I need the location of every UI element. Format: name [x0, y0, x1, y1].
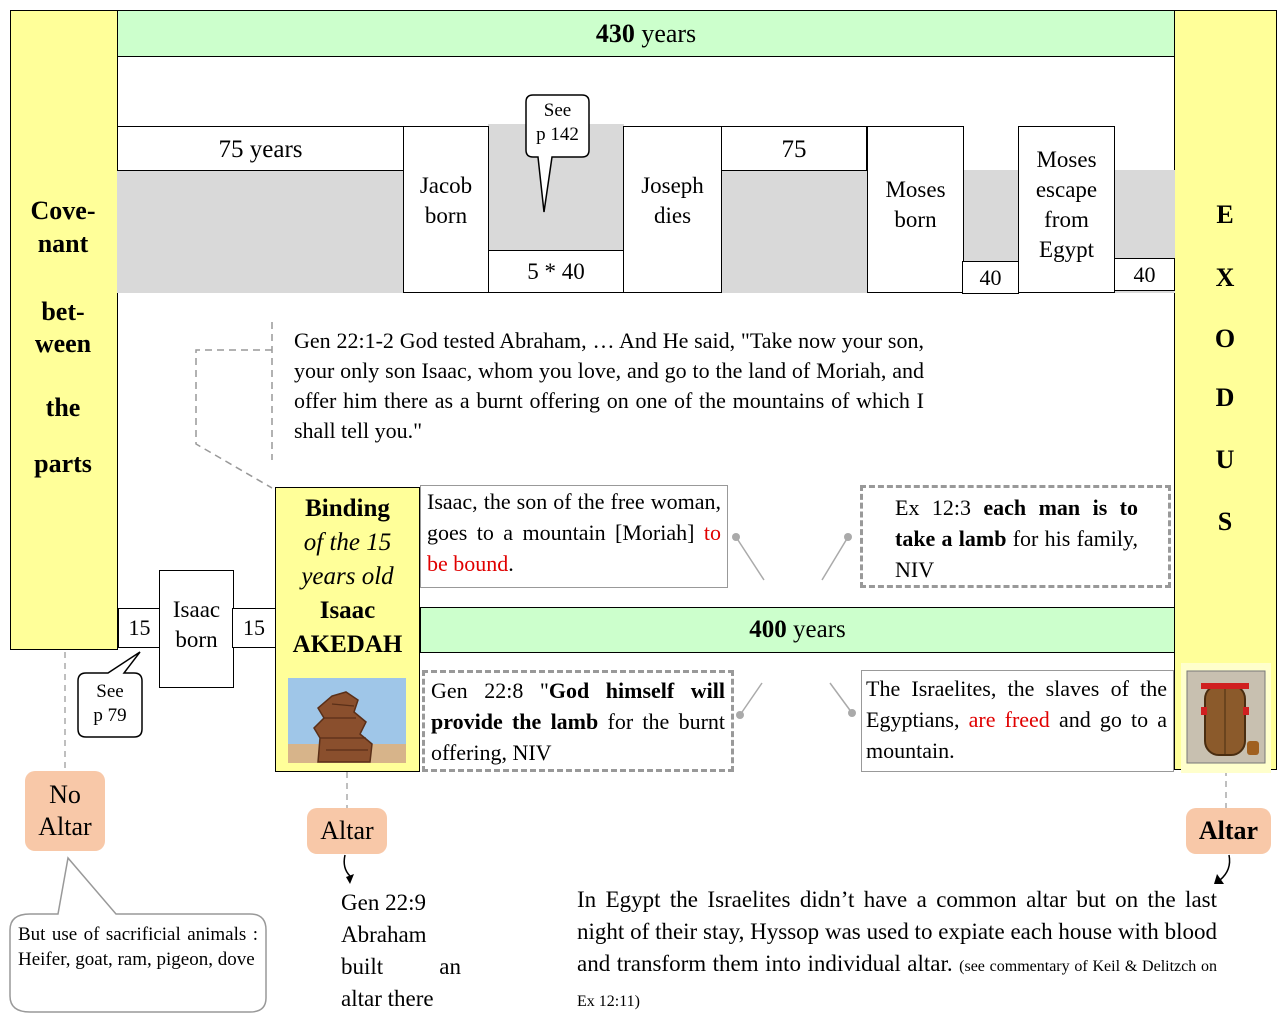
- see-label: See: [543, 100, 572, 121]
- israelites-text-box: The Israelites, the slaves of the Egypti…: [861, 670, 1174, 772]
- altar-badge-right: Altar: [1186, 808, 1271, 854]
- exodus-pillar: E X O D U S: [1174, 10, 1277, 773]
- see-label-2: See: [96, 681, 124, 702]
- born-label-3: born: [175, 627, 218, 652]
- ex-12-3-box: Ex 12:3 each man is to take a lamb for h…: [860, 485, 1171, 588]
- gen-22-8-ref: Gen 22:8 ": [431, 678, 549, 703]
- gen-22-9-line-4: altar there: [341, 986, 434, 1011]
- gen-22-8-bold: God himself will provide the lamb: [431, 678, 726, 734]
- covenant-line-1: Cove-: [30, 196, 96, 225]
- israelites-text-end: and go to a mountain.: [866, 707, 1167, 763]
- dies-label: dies: [653, 203, 692, 228]
- gen-22-8-rest: for the burnt offering, NIV: [431, 709, 726, 765]
- egypt-note-source: (see commentary of Keil & Delitzch on Ex…: [577, 958, 1217, 1010]
- joseph-label: Joseph: [641, 173, 704, 198]
- egypt-note-main: In Egypt the Israelites didn’t have a co…: [577, 887, 1217, 976]
- covenant-line-6: parts: [34, 449, 92, 478]
- gen-22-quote: Gen 22:1-2 God tested Abraham, … And He …: [294, 328, 924, 443]
- binding-line-2: of the 15: [303, 529, 392, 556]
- span-430-number: 430: [595, 19, 635, 48]
- moses-escape-box: Moses escape from Egypt: [1018, 126, 1115, 293]
- exodus-letter-u: U: [1215, 445, 1235, 474]
- joseph-dies-box: Joseph dies: [623, 126, 722, 293]
- isaac-15-right: 15: [232, 608, 276, 648]
- moses-label: Moses: [885, 177, 946, 202]
- segment-75: 75: [721, 126, 867, 171]
- span-400-number: 400: [749, 616, 787, 643]
- egypt-label: Egypt: [1039, 237, 1094, 262]
- covenant-line-2: nant: [37, 229, 89, 258]
- moses-born-box: Moses born: [867, 126, 964, 293]
- ex-12-3-rest: for his family, NIV: [895, 526, 1138, 582]
- span-430-unit: years: [641, 19, 697, 48]
- segment-75-years: 75 years: [117, 126, 404, 171]
- isaac-label: Isaac: [172, 597, 221, 622]
- altar-badge-middle: Altar: [307, 808, 387, 854]
- jacob-label: Jacob: [419, 173, 473, 198]
- covenant-line-4: ween: [34, 329, 92, 358]
- isaac-text-box: Isaac, the son of the free woman, goes t…: [420, 485, 728, 588]
- from-label: from: [1044, 207, 1089, 232]
- covenant-line-5: the: [45, 393, 81, 422]
- exodus-letter-s: S: [1217, 507, 1233, 536]
- gen-22-9-line-2: Abraham: [341, 922, 427, 947]
- isaac-text: Isaac, the son of the free woman, goes t…: [427, 489, 721, 545]
- no-label: No: [49, 780, 81, 809]
- israelites-text-red: are freed: [968, 707, 1050, 732]
- ex-12-3-ref: Ex 12:3: [895, 495, 971, 520]
- ex-12-3-bold: each man is to take a lamb: [895, 495, 1138, 551]
- isaac-15-left: 15: [118, 608, 161, 648]
- isaac-text-end: .: [508, 551, 514, 576]
- jacob-born-box: Jacob born: [403, 126, 489, 293]
- altar-stones-image: [288, 678, 406, 763]
- segment-5x40: 5 * 40: [488, 250, 624, 293]
- gen-22-9-ref: Gen 22:9: [341, 890, 426, 915]
- see-142-text: See p 142: [526, 99, 589, 147]
- escape-label: escape: [1035, 177, 1098, 202]
- segment-40-b: 40: [1114, 258, 1175, 291]
- binding-akedah: AKEDAH: [292, 631, 403, 658]
- gen-22-9-note: Gen 22:9 Abraham built an altar there: [341, 887, 461, 1015]
- born-label-2: born: [894, 207, 937, 232]
- gen-22-8-box: Gen 22:8 "God himself will provide the l…: [422, 670, 734, 772]
- binding-isaac: Isaac: [319, 597, 376, 624]
- binding-line-3: years old: [301, 563, 394, 590]
- exodus-letter-x: X: [1215, 263, 1235, 292]
- exodus-letter-o: O: [1214, 324, 1236, 353]
- see-79-text: See p 79: [78, 680, 142, 728]
- covenant-line-3: bet-: [41, 297, 85, 326]
- born-label: born: [424, 203, 468, 228]
- isaac-text-red: to be bound: [427, 520, 721, 576]
- door-image: [1181, 663, 1271, 773]
- exodus-letter-d: D: [1215, 383, 1235, 412]
- page-142-label: p 142: [536, 124, 579, 145]
- moses-label-2: Moses: [1036, 147, 1097, 172]
- no-altar-badge: No Altar: [25, 771, 105, 851]
- span-400-years: 400 years: [420, 607, 1175, 653]
- gen-22-9-line-3: built an: [341, 954, 461, 979]
- binding-box: Binding of the 15 years old Isaac AKEDAH: [275, 487, 420, 772]
- israelites-text: The Israelites, the slaves of the Egypti…: [866, 676, 1167, 732]
- span-430-years: 430 years: [117, 10, 1175, 57]
- page-79-label: p 79: [93, 705, 127, 726]
- sacrificial-note: But use of sacrificial animals : Heifer,…: [18, 924, 258, 970]
- altar-label-1: Altar: [38, 812, 92, 841]
- segment-40-a: 40: [962, 261, 1019, 294]
- exodus-letter-e: E: [1216, 200, 1234, 229]
- binding-title: Binding: [305, 495, 390, 522]
- span-400-unit: years: [793, 616, 846, 643]
- covenant-pillar: Cove- nant bet- ween the parts: [10, 10, 118, 650]
- isaac-born-box: Isaac born: [159, 570, 234, 688]
- egypt-note: In Egypt the Israelites didn’t have a co…: [577, 884, 1217, 1018]
